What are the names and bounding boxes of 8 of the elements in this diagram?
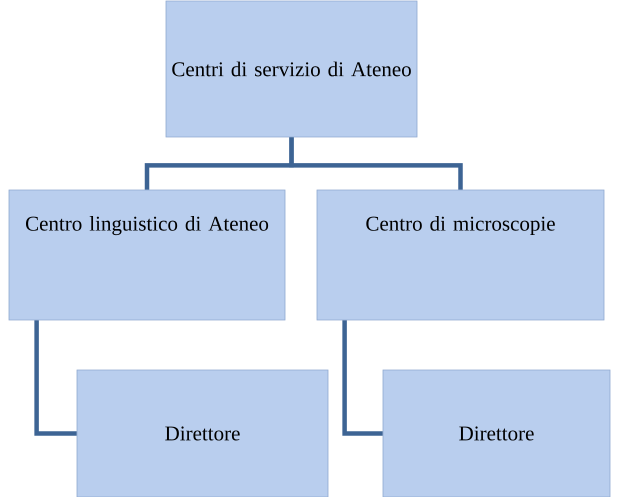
org-box: Direttore (76, 370, 328, 497)
connector-line (342, 320, 383, 436)
org-box: Centri di servizio di Ateneo (166, 0, 418, 138)
connector-line (289, 137, 463, 190)
org-box: Centro di microscopie (316, 190, 604, 320)
org-box: Direttore (382, 370, 610, 497)
org-box: Centro linguistico di Ateneo (8, 190, 286, 320)
connector-line (34, 320, 77, 436)
